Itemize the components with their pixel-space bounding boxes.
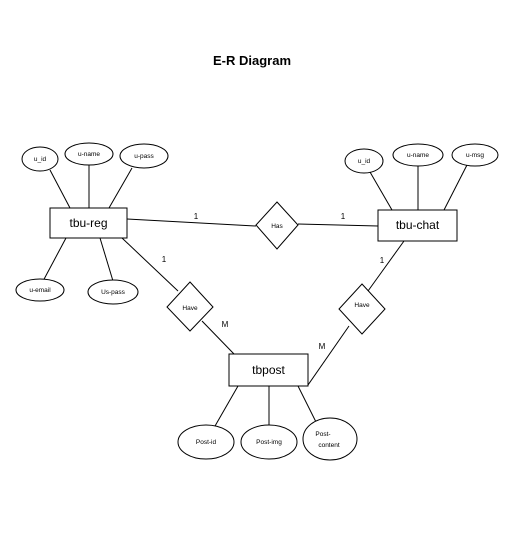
cardinality-chat-have: 1 bbox=[380, 256, 385, 265]
relationship-label: Has bbox=[271, 223, 283, 230]
attribute-ellipse bbox=[64, 142, 114, 166]
attribute-chat-u-name: u-name bbox=[392, 143, 444, 167]
attribute-post-content: Post- content bbox=[302, 417, 358, 461]
attribute-chat-u-id: u_id bbox=[344, 148, 384, 174]
attribute-ellipse bbox=[302, 417, 358, 461]
relationship-diamond bbox=[338, 283, 386, 335]
relationship-have-right: Have bbox=[338, 283, 386, 335]
attribute-label: Us-pass bbox=[101, 289, 126, 296]
attribute-label: u-name bbox=[78, 151, 100, 158]
attribute-label: u-email bbox=[29, 287, 51, 294]
cardinality-has-chat: 1 bbox=[341, 212, 346, 221]
line-post-content bbox=[297, 385, 317, 423]
line-reg-upass bbox=[108, 167, 133, 209]
attribute-ellipse bbox=[240, 424, 298, 460]
attribute-chat-u-msg: u-msg bbox=[451, 143, 499, 167]
line-has-chat bbox=[297, 223, 379, 227]
line-reg-has bbox=[126, 218, 257, 227]
attribute-ellipse bbox=[15, 278, 65, 302]
line-chat-umsg bbox=[443, 164, 468, 211]
line-reg-have bbox=[121, 237, 179, 292]
connector-lines bbox=[41, 164, 468, 434]
attribute-post-id: Post-id bbox=[177, 424, 235, 460]
relationship-diamond bbox=[166, 281, 214, 332]
entity-box bbox=[377, 209, 458, 242]
line-reg-uspass bbox=[99, 237, 114, 282]
cardinality-have-post-left: M bbox=[222, 320, 229, 329]
attribute-label-line1: Post- bbox=[315, 431, 330, 438]
relationship-has: Has bbox=[255, 201, 299, 250]
entity-tbpost: tbpost bbox=[228, 353, 309, 387]
attribute-reg-u-pass: u-pass bbox=[119, 143, 169, 169]
attribute-ellipse bbox=[87, 279, 139, 305]
cardinality-have-post-right: M bbox=[319, 342, 326, 351]
entity-box bbox=[49, 207, 128, 239]
attribute-label: u-pass bbox=[134, 153, 154, 160]
attribute-label: u_id bbox=[34, 156, 47, 163]
attribute-label: Post-id bbox=[196, 439, 217, 446]
line-have-post-right bbox=[307, 325, 350, 386]
line-reg-uid bbox=[49, 169, 71, 209]
attribute-ellipse bbox=[344, 148, 384, 174]
line-chat-have bbox=[367, 240, 405, 292]
attribute-ellipse bbox=[119, 143, 169, 169]
attribute-reg-u-email: u-email bbox=[15, 278, 65, 302]
cardinality-reg-has: 1 bbox=[194, 212, 199, 221]
entity-label: tbu-reg bbox=[69, 216, 107, 230]
diagram-title: E-R Diagram bbox=[213, 53, 291, 68]
relationship-label: Have bbox=[182, 305, 198, 312]
attribute-ellipse bbox=[21, 146, 59, 172]
attribute-ellipse bbox=[177, 424, 235, 460]
attribute-reg-us-pass: Us-pass bbox=[87, 279, 139, 305]
attribute-ellipse bbox=[451, 143, 499, 167]
entity-tbu-reg: tbu-reg bbox=[49, 207, 128, 239]
entity-label: tbpost bbox=[252, 363, 285, 377]
attribute-label: u-name bbox=[407, 152, 429, 159]
entity-tbu-chat: tbu-chat bbox=[377, 209, 458, 242]
line-have-post bbox=[201, 320, 235, 355]
attribute-label: Post-img bbox=[256, 439, 282, 446]
attribute-label: u-msg bbox=[466, 152, 484, 159]
relationship-have-left: Have bbox=[166, 281, 214, 332]
line-chat-uid bbox=[369, 171, 393, 211]
entity-box bbox=[228, 353, 309, 387]
relationship-label: Have bbox=[354, 302, 370, 309]
relationship-diamond bbox=[255, 201, 299, 250]
attribute-ellipse bbox=[392, 143, 444, 167]
cardinality-reg-have: 1 bbox=[162, 255, 167, 264]
entity-label: tbu-chat bbox=[396, 218, 440, 232]
attribute-post-img: Post-img bbox=[240, 424, 298, 460]
line-post-id bbox=[210, 385, 239, 434]
attribute-label-line2: content bbox=[318, 442, 340, 449]
attribute-label: u_id bbox=[358, 158, 371, 165]
line-reg-uemail bbox=[41, 237, 67, 284]
attribute-reg-u-id: u_id bbox=[21, 146, 59, 172]
attribute-reg-u-name: u-name bbox=[64, 142, 114, 166]
